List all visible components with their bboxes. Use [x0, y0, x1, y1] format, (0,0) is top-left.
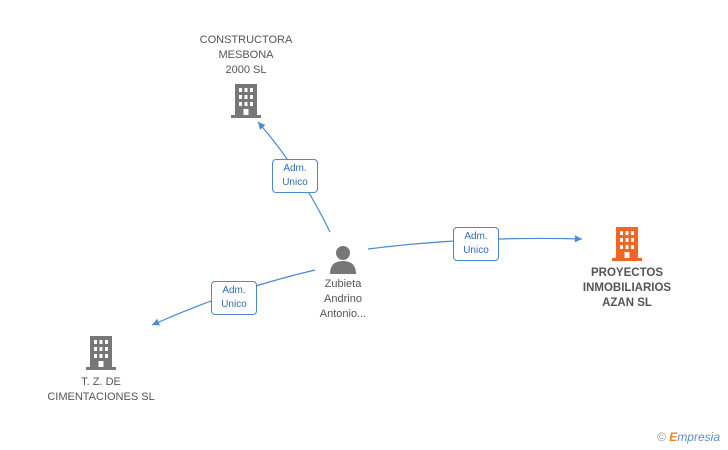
- role-badge-tz[interactable]: Adm. Unico: [211, 281, 257, 315]
- brand-watermark: © Empresia: [657, 430, 720, 444]
- company-label-line: 2000 SL: [225, 64, 267, 76]
- company-node-proyectos[interactable]: PROYECTOS INMOBILIARIOS AZAN SL: [568, 226, 686, 311]
- company-node-constructora[interactable]: CONSTRUCTORA MESBONA 2000 SL: [190, 33, 302, 119]
- company-label-line: CONSTRUCTORA: [199, 34, 293, 46]
- person-label-line: Antonio...: [319, 308, 367, 320]
- company-label-line: MESBONA: [218, 49, 274, 61]
- role-badge-proyectos[interactable]: Adm. Unico: [453, 227, 499, 261]
- brand-initial: E: [669, 430, 678, 444]
- role-line: Adm.: [283, 163, 307, 174]
- brand-name: mpresia: [677, 430, 720, 444]
- company-label-line: CIMENTACIONES SL: [47, 391, 155, 403]
- role-line: Adm.: [464, 231, 488, 242]
- company-node-tz[interactable]: T. Z. DE CIMENTACIONES SL: [40, 335, 162, 405]
- role-badge-constructora[interactable]: Adm. Unico: [272, 159, 318, 193]
- company-label-line: INMOBILIARIOS: [582, 282, 672, 294]
- person-label-line: Andrino: [324, 293, 362, 305]
- building-icon: [231, 84, 261, 118]
- role-line: Unico: [221, 299, 247, 310]
- building-icon: [612, 227, 642, 261]
- person-label-line: Zubieta: [324, 278, 362, 290]
- company-label-line: T. Z. DE: [81, 376, 121, 388]
- copyright-symbol: ©: [657, 430, 666, 444]
- company-label-line: PROYECTOS: [591, 267, 663, 279]
- role-line: Unico: [463, 245, 489, 256]
- building-icon: [86, 336, 116, 370]
- person-node[interactable]: Zubieta Andrino Antonio...: [298, 244, 388, 322]
- role-line: Adm.: [222, 285, 246, 296]
- role-line: Unico: [282, 177, 308, 188]
- company-label-line: AZAN SL: [602, 297, 652, 309]
- person-icon: [330, 246, 356, 274]
